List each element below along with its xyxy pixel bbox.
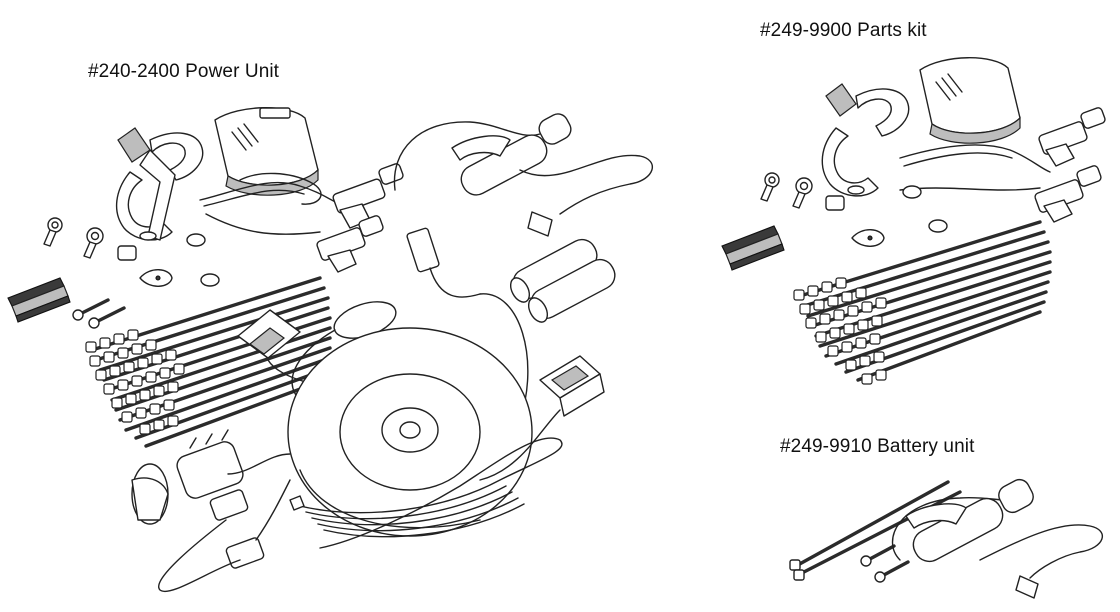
parts-kit-illustration — [721, 57, 1106, 385]
handlebar-clamp — [115, 127, 204, 241]
battery-holder — [393, 113, 653, 237]
battery-holder — [891, 478, 1103, 599]
bottom-bracket-sensor — [131, 429, 291, 525]
screws — [72, 298, 126, 329]
speed-sensor-upper — [1038, 107, 1106, 167]
speed-sensor-lower — [1034, 165, 1102, 223]
spoke-magnet — [760, 172, 813, 209]
cadence-magnet — [117, 233, 220, 287]
power-unit-label: #240-2400 Power Unit — [88, 61, 280, 82]
extension-cable — [289, 437, 563, 549]
screws — [860, 544, 910, 583]
battery-unit-illustration — [789, 478, 1103, 599]
battery-unit-label: #249-9910 Battery unit — [780, 436, 975, 457]
computer-bracket — [214, 107, 319, 196]
db9-connector — [479, 355, 605, 481]
software-cd — [287, 327, 533, 537]
ac-adapter — [158, 479, 291, 593]
cadence-magnet — [825, 185, 948, 247]
spoke-magnet — [43, 217, 104, 259]
computer-bracket — [919, 57, 1021, 144]
cable-ties — [793, 220, 1052, 385]
serial-connector — [237, 309, 351, 388]
speed-sensor-lower — [316, 215, 384, 273]
velcro-pads — [721, 225, 785, 271]
handlebar-clamp — [821, 83, 910, 197]
aa-batteries — [509, 238, 616, 323]
velcro-pads — [7, 277, 71, 323]
power-unit-illustration — [7, 107, 653, 593]
parts-kit-label: #249-9900 Parts kit — [760, 20, 927, 41]
cable-ties — [85, 276, 332, 448]
